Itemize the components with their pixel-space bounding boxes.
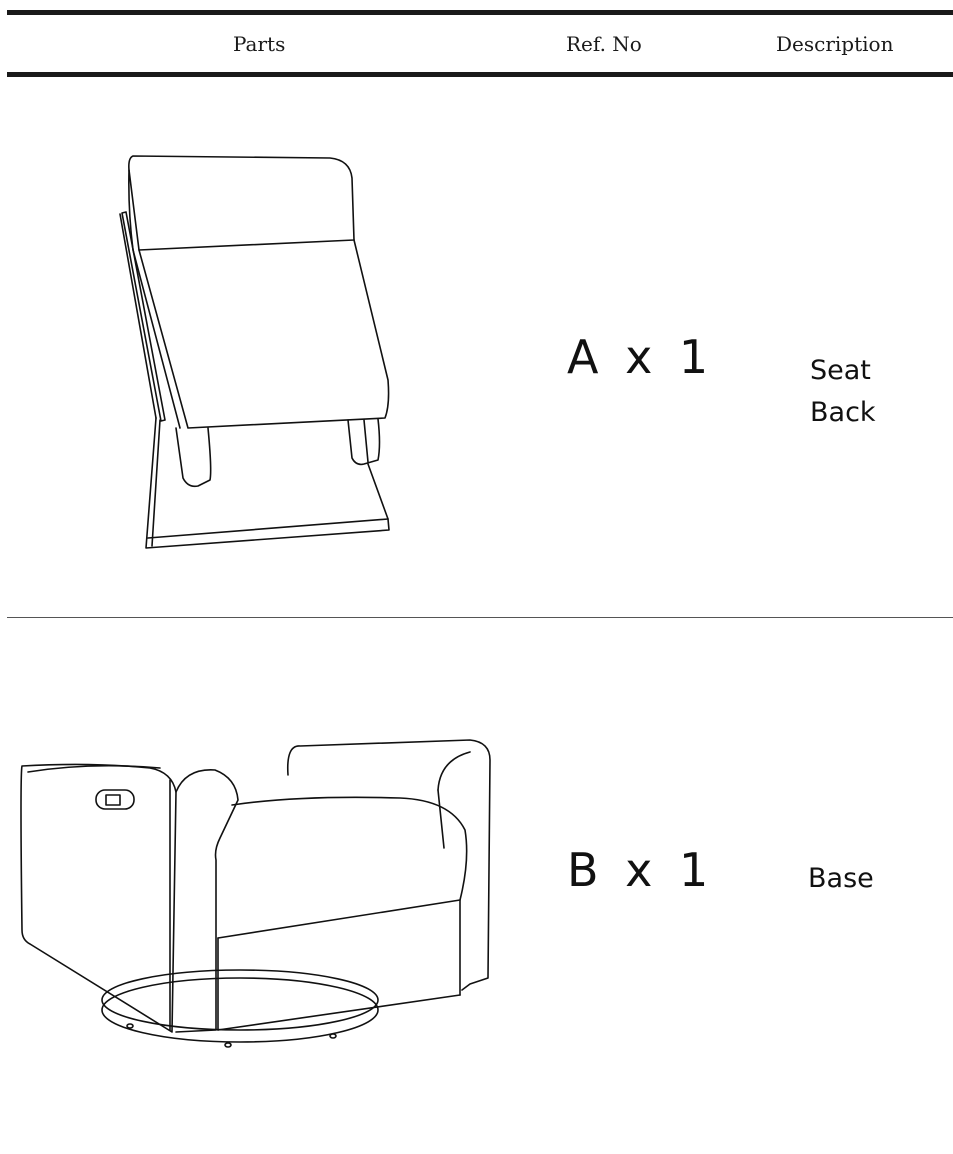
column-header-parts: Parts: [233, 32, 286, 56]
ref-no-part-a: A x 1: [567, 330, 715, 384]
ref-no-part-b: B x 1: [567, 843, 715, 897]
description-part-a: Seat Back: [810, 355, 876, 428]
section-divider: [7, 617, 953, 618]
top-rule: [7, 10, 953, 15]
header-rule: [7, 72, 953, 77]
column-header-ref-no: Ref. No: [566, 32, 642, 56]
description-part-b: Base: [808, 863, 874, 894]
column-header-description: Description: [776, 32, 894, 56]
